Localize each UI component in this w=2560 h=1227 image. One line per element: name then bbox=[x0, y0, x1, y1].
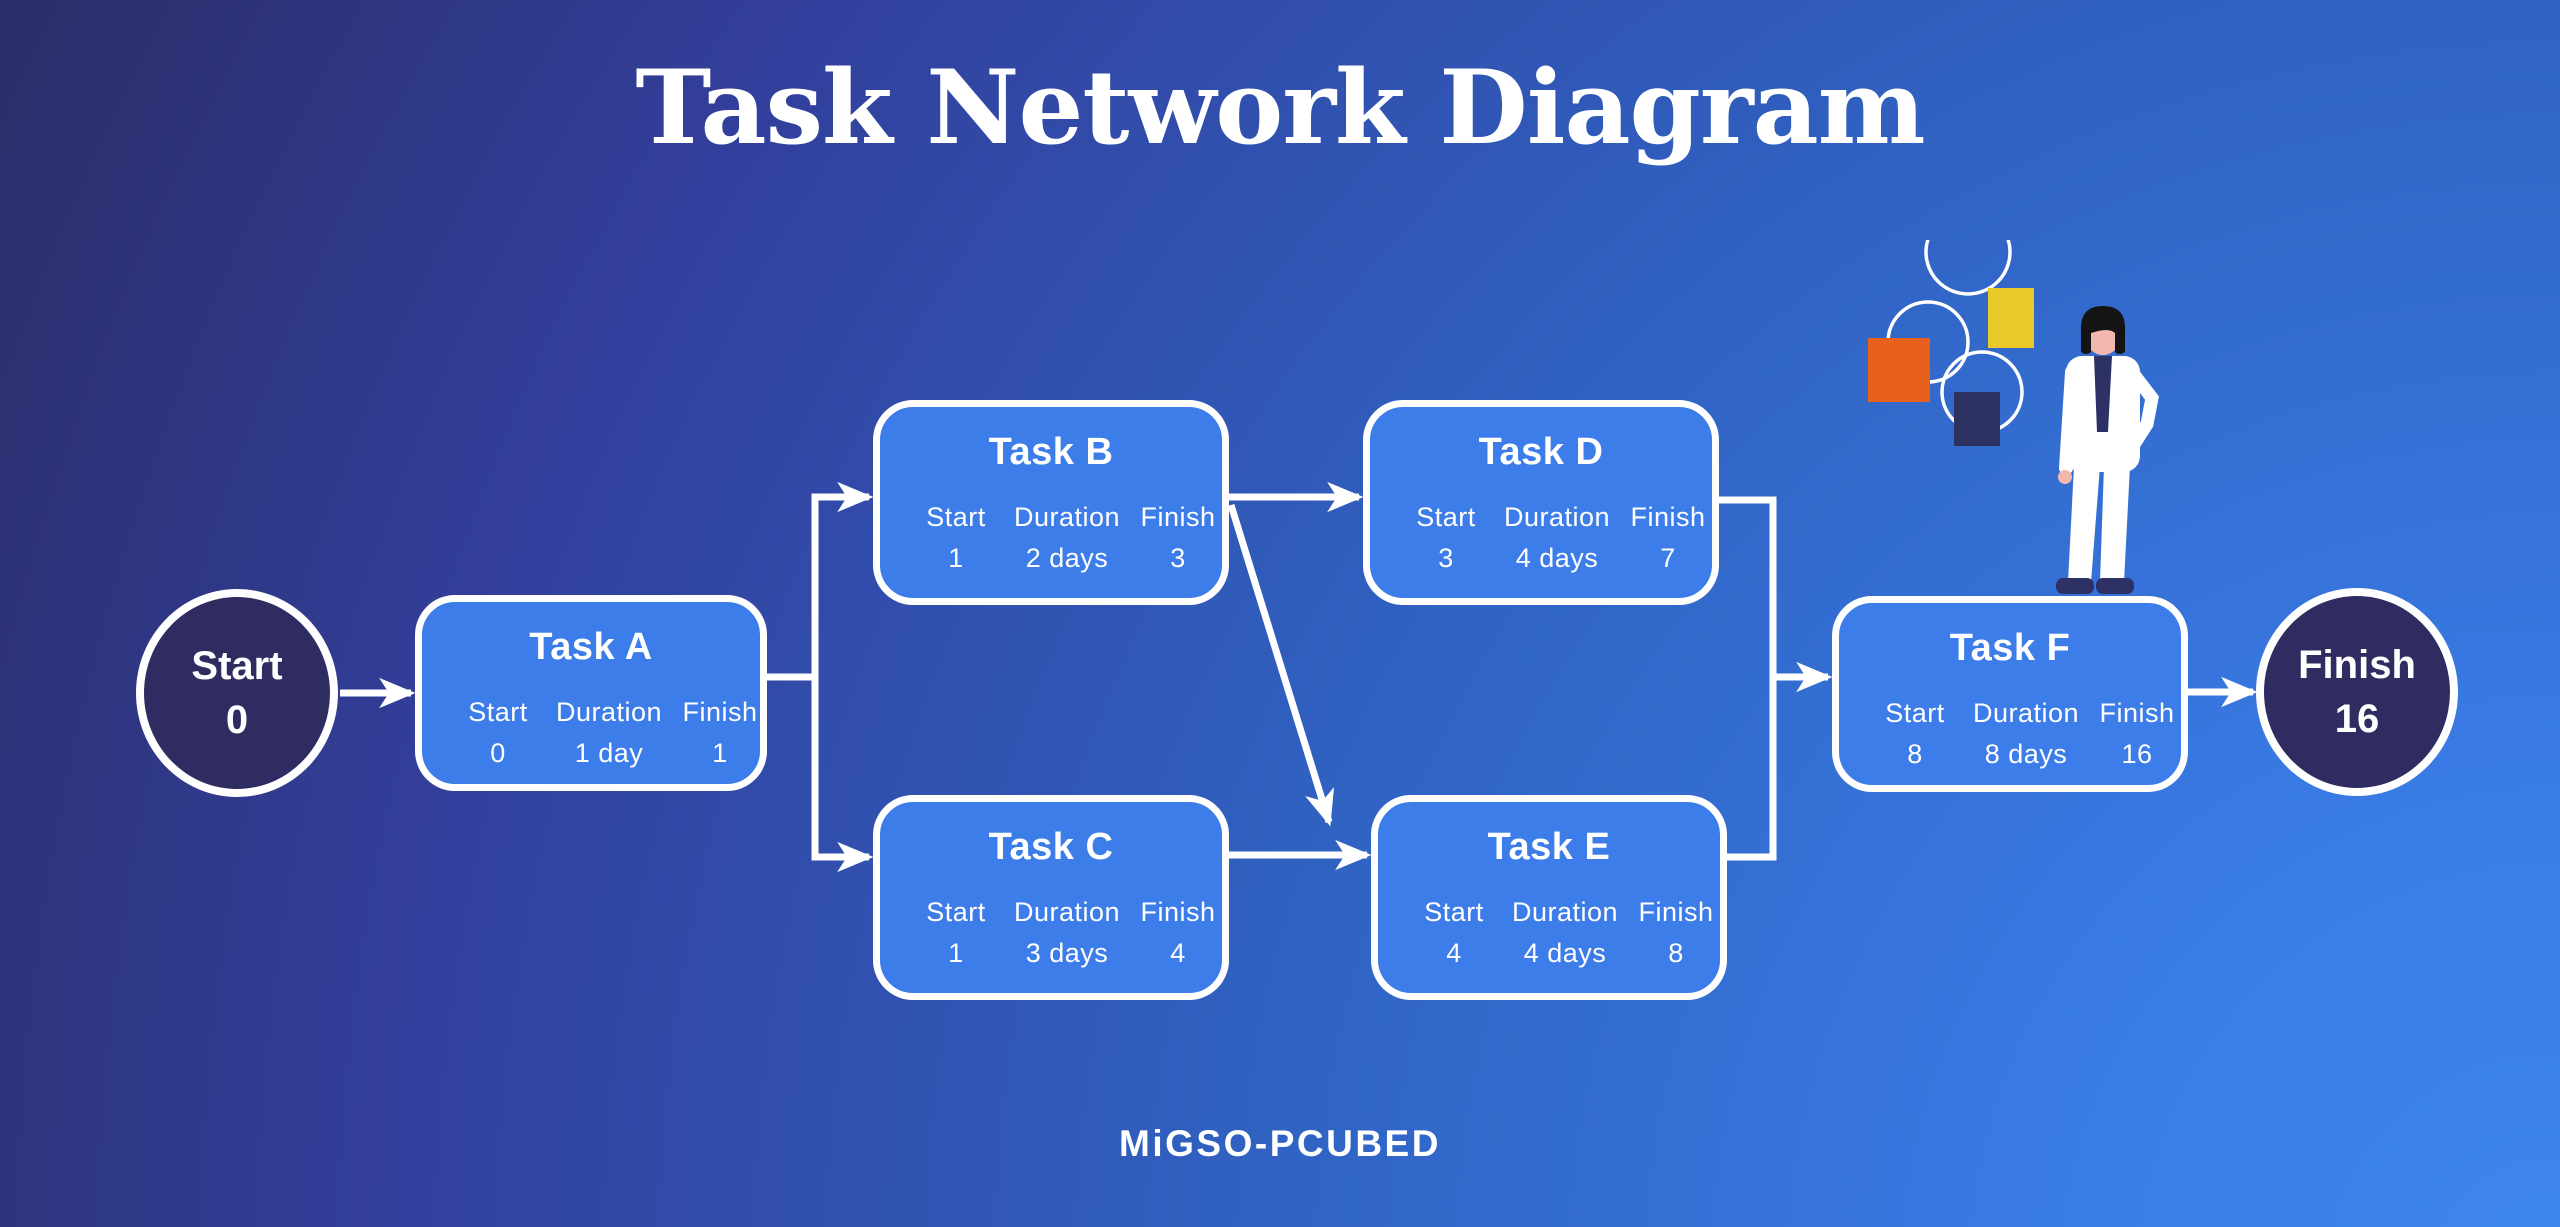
task-title: Task D bbox=[1478, 431, 1604, 473]
task-detail-grid: Start Duration Finish 1 3 days 4 bbox=[880, 897, 1222, 969]
start-header: Start bbox=[926, 502, 986, 532]
finish-value: 16 bbox=[2121, 739, 2153, 769]
yellow-square-icon bbox=[1988, 288, 2034, 348]
start-value: 1 bbox=[948, 938, 964, 968]
finish-header: Finish bbox=[1140, 897, 1216, 927]
finish-value: 3 bbox=[1170, 543, 1186, 573]
task-title: Task C bbox=[988, 826, 1114, 868]
finish-header: Finish bbox=[1630, 502, 1706, 532]
task-node-c: Task C Start Duration Finish 1 3 days 4 bbox=[873, 795, 1229, 1000]
finish-node-label: Finish bbox=[2298, 643, 2416, 687]
task-node-f: Task F Start Duration Finish 8 8 days 16 bbox=[1832, 596, 2188, 792]
finish-node-value: 16 bbox=[2334, 697, 2380, 741]
finish-value: 7 bbox=[1660, 543, 1676, 573]
duration-header: Duration bbox=[1512, 897, 1619, 927]
outline-circle-icon bbox=[1924, 240, 2012, 296]
migso-pcubed-logo: MiGSO-PCUBED bbox=[1119, 1123, 1441, 1164]
start-node-value: 0 bbox=[225, 698, 249, 742]
start-header: Start bbox=[1416, 502, 1476, 532]
start-value: 1 bbox=[948, 543, 964, 573]
duration-value: 1 day bbox=[574, 738, 644, 768]
finish-value: 4 bbox=[1170, 938, 1186, 968]
task-title: Task F bbox=[1949, 627, 2071, 669]
start-value: 3 bbox=[1438, 543, 1454, 573]
duration-header: Duration bbox=[1973, 698, 2080, 728]
task-title: Task A bbox=[529, 626, 653, 668]
start-header: Start bbox=[926, 897, 986, 927]
duration-header: Duration bbox=[1504, 502, 1611, 532]
task-node-d: Task D Start Duration Finish 3 4 days 7 bbox=[1363, 400, 1719, 605]
task-node-b: Task B Start Duration Finish 1 2 days 3 bbox=[873, 400, 1229, 605]
duration-value: 3 days bbox=[1025, 938, 1109, 968]
duration-value: 8 days bbox=[1984, 739, 2068, 769]
duration-header: Duration bbox=[1014, 897, 1121, 927]
orange-square-icon bbox=[1868, 338, 1930, 402]
start-value: 4 bbox=[1446, 938, 1462, 968]
duration-value: 2 days bbox=[1025, 543, 1109, 573]
task-node-a: Task A Start Duration Finish 0 1 day 1 bbox=[415, 595, 767, 791]
task-detail-grid: Start Duration Finish 8 8 days 16 bbox=[1839, 698, 2181, 770]
finish-header: Finish bbox=[2099, 698, 2175, 728]
decorative-illustration bbox=[1868, 240, 2159, 594]
start-node: Start 0 bbox=[136, 589, 338, 797]
finish-node: Finish 16 bbox=[2256, 588, 2458, 796]
start-header: Start bbox=[1424, 897, 1484, 927]
finish-header: Finish bbox=[1140, 502, 1216, 532]
task-title: Task E bbox=[1487, 826, 1611, 868]
start-header: Start bbox=[1885, 698, 1945, 728]
start-node-label: Start bbox=[191, 644, 283, 688]
duration-header: Duration bbox=[1014, 502, 1121, 532]
task-detail-grid: Start Duration Finish 1 2 days 3 bbox=[880, 502, 1222, 574]
task-detail-grid: Start Duration Finish 3 4 days 7 bbox=[1370, 502, 1712, 574]
task-node-e: Task E Start Duration Finish 4 4 days 8 bbox=[1371, 795, 1727, 1000]
finish-value: 8 bbox=[1668, 938, 1684, 968]
navy-square-icon bbox=[1954, 392, 2000, 446]
standing-person-illustration bbox=[2056, 306, 2159, 594]
start-header: Start bbox=[468, 697, 528, 727]
task-detail-grid: Start Duration Finish 4 4 days 8 bbox=[1378, 897, 1720, 969]
start-value: 8 bbox=[1907, 739, 1923, 769]
duration-value: 4 days bbox=[1523, 938, 1607, 968]
finish-value: 1 bbox=[712, 738, 728, 768]
finish-header: Finish bbox=[1638, 897, 1714, 927]
duration-value: 4 days bbox=[1515, 543, 1599, 573]
finish-header: Finish bbox=[682, 697, 758, 727]
start-value: 0 bbox=[490, 738, 506, 768]
task-detail-grid: Start Duration Finish 0 1 day 1 bbox=[422, 697, 760, 769]
page-title: Task Network Diagram bbox=[635, 48, 1925, 168]
duration-header: Duration bbox=[556, 697, 663, 727]
edge-b-to-e bbox=[1227, 503, 1335, 827]
task-title: Task B bbox=[988, 431, 1114, 473]
